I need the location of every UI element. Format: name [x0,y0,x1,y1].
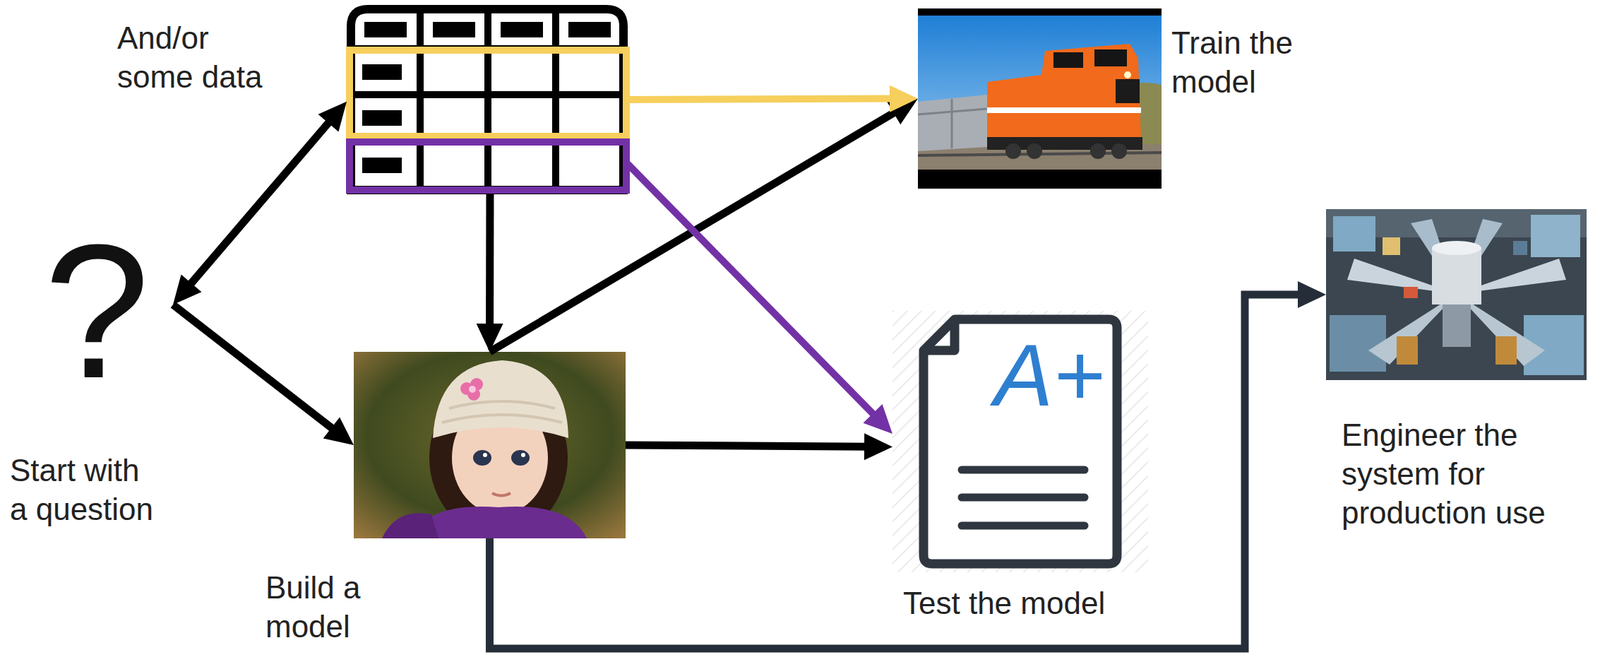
arrowhead [864,432,893,460]
arrow [625,432,893,460]
node-label: Start with a question [9,450,161,529]
machinery-photo [1326,209,1587,380]
connector-line [625,444,870,447]
arrow [490,98,919,353]
connector-line [627,98,896,100]
node-label: Test the model [903,583,1106,623]
question-node: ?Start with a question [40,229,173,393]
elbow-arrow [490,281,1327,649]
node-label: Engineer the system for production use [1341,415,1561,532]
connector-line [627,163,877,418]
child-photo [353,351,626,539]
production-image: Engineer the system for production use [1326,209,1587,380]
arrow [172,304,354,445]
data-table-art [349,9,627,190]
connector-line [490,294,1305,649]
connector-line [187,118,332,288]
connector-line [485,194,494,330]
arrowhead [318,101,347,133]
train-photo [917,8,1162,189]
node-label: Build a model [265,567,379,646]
connector-line [172,304,337,431]
test-document-art [892,310,1149,572]
data-table: And/or some data [346,4,628,195]
arrowhead [172,274,202,306]
node-label: Train the model [1171,23,1313,101]
arrowhead [1297,281,1327,308]
question-mark: ? [43,229,150,393]
model-image: Build a model [353,351,626,539]
arrowhead [323,416,354,445]
arrowhead [889,85,918,113]
train-image: Train the model [917,8,1162,189]
arrow [476,194,504,352]
node-label: And/or some data [117,18,272,97]
test-split-arrow [627,163,893,434]
arrow [172,101,347,306]
training-split-arrow [627,85,918,113]
grade-text: A+ [994,330,1105,419]
arrowhead [862,403,893,434]
